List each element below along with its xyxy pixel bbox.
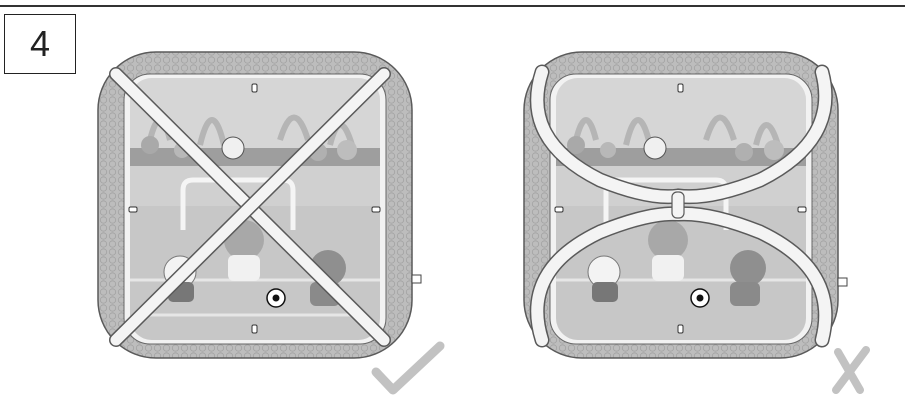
tag [412, 275, 421, 283]
arch-connector [672, 192, 684, 218]
check-mark-icon [376, 346, 440, 390]
playmat-correct [98, 52, 421, 358]
tag [838, 278, 847, 286]
playmat-incorrect [524, 52, 847, 358]
x-mark-icon [836, 350, 866, 390]
